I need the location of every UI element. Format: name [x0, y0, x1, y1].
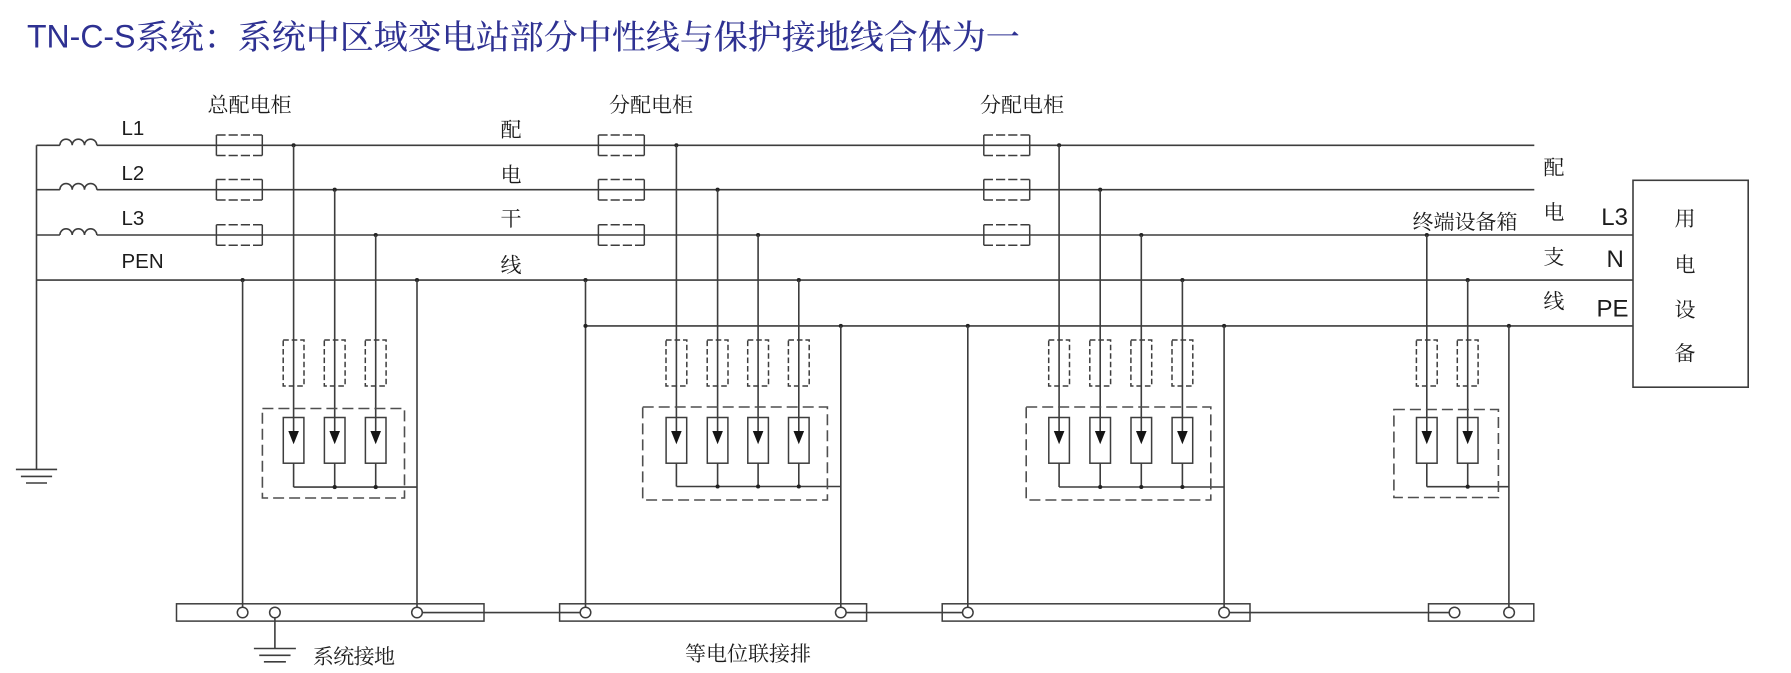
svg-text:TN-C-S: TN-C-S	[27, 19, 135, 55]
svg-text:L2: L2	[122, 162, 145, 185]
svg-text:N: N	[1606, 246, 1623, 273]
svg-text:PEN: PEN	[122, 250, 164, 273]
svg-text:PE: PE	[1596, 295, 1628, 322]
svg-text:L3: L3	[122, 207, 145, 230]
svg-text:L3: L3	[1601, 204, 1628, 231]
svg-text:L1: L1	[122, 117, 145, 140]
